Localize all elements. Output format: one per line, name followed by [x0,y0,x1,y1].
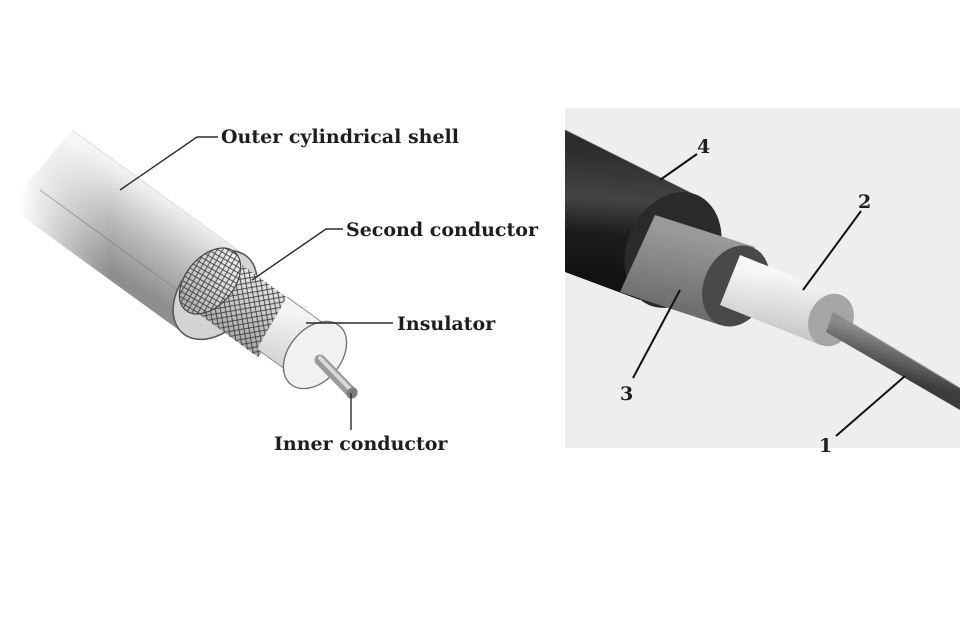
number-1: 1 [819,435,832,457]
label-inner-conductor: Inner conductor [274,433,448,455]
center-core [826,311,961,410]
number-leader-lines [632,153,906,437]
leader-lines [119,136,393,430]
inner-conductor-wire [314,354,358,399]
label-insulator: Insulator [397,313,496,335]
number-3: 3 [620,383,633,405]
label-outer-cylindrical-shell: Outer cylindrical shell [221,126,459,148]
number-4: 4 [697,136,710,158]
label-second-conductor: Second conductor [346,219,539,241]
left-cable-diagram: Outer cylindrical shell Second conductor… [0,126,539,455]
right-cable-photo: 4 2 3 1 [564,108,961,457]
number-2: 2 [858,191,871,213]
